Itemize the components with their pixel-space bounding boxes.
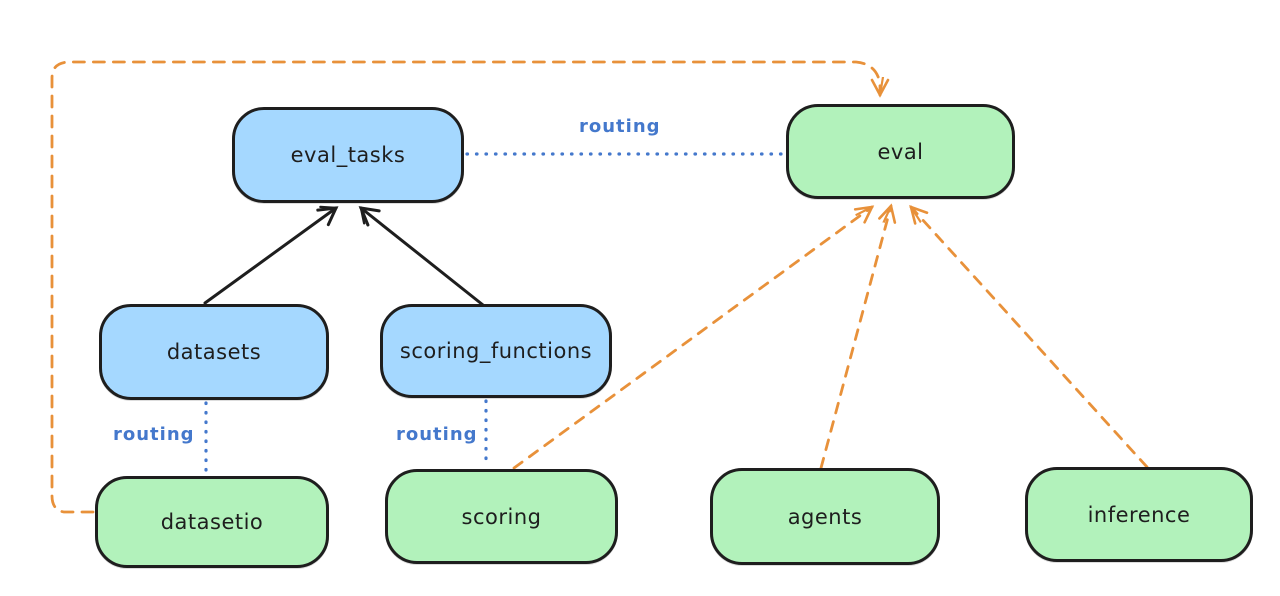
node-scoring: scoring [385, 469, 618, 564]
node-datasets: datasets [99, 304, 329, 400]
node-eval-tasks-label: eval_tasks [290, 143, 406, 167]
edge-inference-to-eval [911, 207, 1149, 469]
node-eval-tasks: eval_tasks [232, 107, 464, 203]
node-datasets-label: datasets [166, 340, 262, 364]
node-inference-label: inference [1087, 502, 1191, 527]
edge-scoring-to-eval [512, 207, 872, 470]
node-scoring-label: scoring [461, 504, 542, 529]
routing-label-datasets-datasetio: routing [113, 424, 195, 445]
node-scoring-functions-label: scoring_functions [399, 339, 593, 363]
edge-datasetio-to-eval [50, 60, 880, 514]
node-datasetio: datasetio [95, 476, 329, 568]
node-eval: eval [786, 104, 1015, 199]
edge-scoring-functions-to-eval-tasks [358, 206, 485, 307]
routing-label-eval-tasks-eval: routing [579, 116, 661, 137]
edge-agents-to-eval [819, 206, 891, 470]
routing-label-scoring-functions-scoring: routing [396, 424, 478, 445]
node-agents: agents [710, 468, 940, 565]
node-scoring-functions: scoring_functions [380, 304, 612, 398]
node-datasetio-label: datasetio [160, 510, 264, 534]
node-agents-label: agents [787, 504, 863, 529]
node-inference: inference [1025, 467, 1253, 562]
node-eval-label: eval [877, 139, 924, 164]
edge-datasets-to-eval-tasks [203, 205, 339, 305]
